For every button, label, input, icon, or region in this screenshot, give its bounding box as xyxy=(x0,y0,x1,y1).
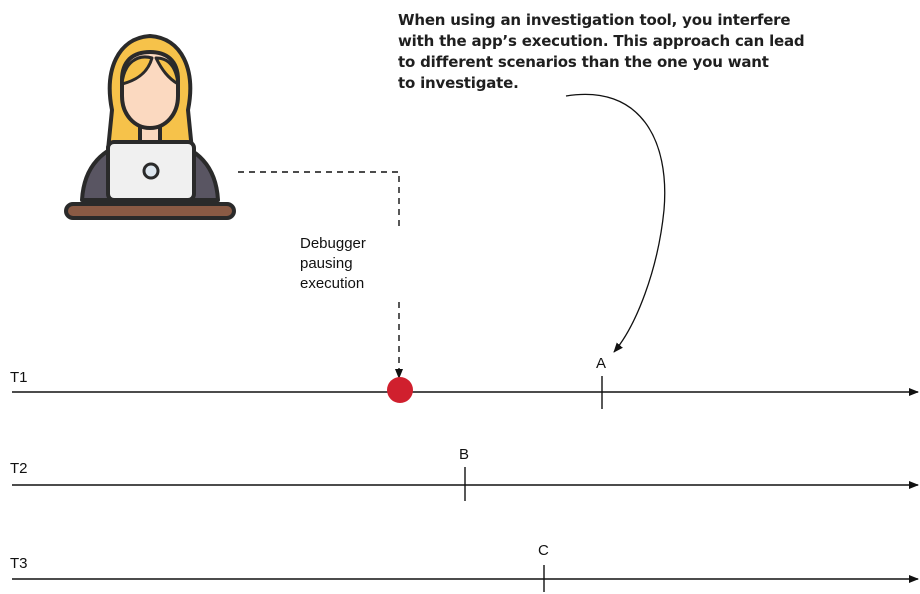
debugger-label-line: pausing xyxy=(300,255,353,272)
breakpoint-marker xyxy=(387,377,413,403)
debugger-label-line: execution xyxy=(300,275,365,292)
event-label-a: A xyxy=(596,355,606,372)
thread-label-t1: T1 xyxy=(10,369,28,386)
callout-line: to investigate. xyxy=(398,74,519,92)
event-label-b: B xyxy=(459,446,469,463)
callout-line: to different scenarios than the one you … xyxy=(398,53,769,71)
debugger-label-line: Debugger xyxy=(300,235,366,252)
callout-line: with the app’s execution. This approach … xyxy=(398,32,805,50)
callout-line: When using an investigation tool, you in… xyxy=(398,11,791,29)
callout-arrow xyxy=(565,93,666,353)
thread-label-t2: T2 xyxy=(10,460,28,477)
developer-at-laptop-icon xyxy=(64,34,236,220)
debugger-label: Debugger pausing execution xyxy=(300,234,366,294)
callout-text: When using an investigation tool, you in… xyxy=(398,10,868,94)
debugger-connector xyxy=(238,171,400,226)
event-label-c: C xyxy=(538,542,549,559)
thread-label-t3: T3 xyxy=(10,555,28,572)
